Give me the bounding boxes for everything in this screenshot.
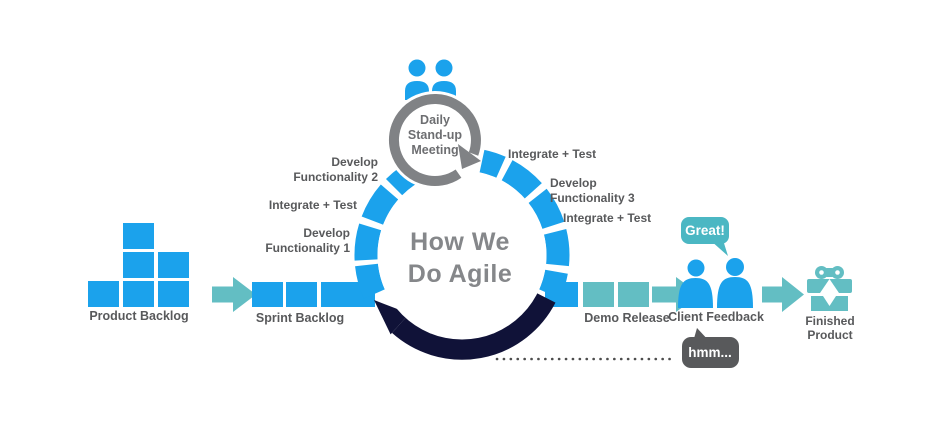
cycle-label-develop3-line2: Functionality 3 bbox=[550, 191, 635, 205]
finished-product-label-line2: Product bbox=[807, 328, 852, 342]
standup-label-line2: Stand-up bbox=[408, 128, 463, 142]
standup-cycle-icon bbox=[388, 94, 481, 187]
finished-product-label-line1: Finished bbox=[805, 314, 854, 328]
negative-feedback-text: hmm... bbox=[688, 345, 732, 360]
sprint-backlog-icon bbox=[252, 282, 375, 307]
cycle-label-integrate-topright: Integrate + Test bbox=[508, 147, 596, 161]
cycle-label-develop2-line2: Functionality 2 bbox=[293, 170, 378, 184]
sprint-backlog-label: Sprint Backlog bbox=[256, 311, 344, 325]
cycle-center-icon bbox=[377, 170, 547, 340]
cycle-label-integrate-left: Integrate + Test bbox=[269, 198, 357, 212]
product-backlog-label: Product Backlog bbox=[89, 309, 188, 323]
positive-feedback-text: Great! bbox=[685, 223, 725, 238]
negative-feedback-bubble: hmm... bbox=[682, 328, 739, 368]
cycle-label-develop2-line1: Develop bbox=[331, 155, 378, 169]
demo-release-label: Demo Release bbox=[584, 311, 670, 325]
client-feedback-label: Client Feedback bbox=[668, 310, 764, 324]
cycle-label-integrate-right: Integrate + Test bbox=[563, 211, 651, 225]
feedback-loop-arc-icon bbox=[374, 291, 556, 360]
product-backlog-icon bbox=[88, 223, 189, 307]
arrow-right-icon bbox=[762, 277, 804, 312]
diagram-title-line1: How We bbox=[410, 228, 510, 256]
cycle-label-develop1-line1: Develop bbox=[303, 226, 350, 240]
standup-label-line3: Meeting bbox=[411, 143, 458, 157]
standup-label-line1: Daily bbox=[420, 113, 450, 127]
client-people-icon bbox=[678, 258, 753, 308]
positive-feedback-bubble: Great! bbox=[681, 217, 729, 256]
standup-people-icon bbox=[405, 59, 456, 100]
diagram-title-line2: Do Agile bbox=[408, 260, 512, 288]
cycle-label-develop1-line2: Functionality 1 bbox=[265, 241, 350, 255]
cycle-label-develop3-line1: Develop bbox=[550, 176, 597, 190]
arrow-right-icon bbox=[212, 277, 256, 312]
gift-icon bbox=[807, 266, 852, 311]
standup-circle-halo-icon bbox=[386, 91, 484, 189]
